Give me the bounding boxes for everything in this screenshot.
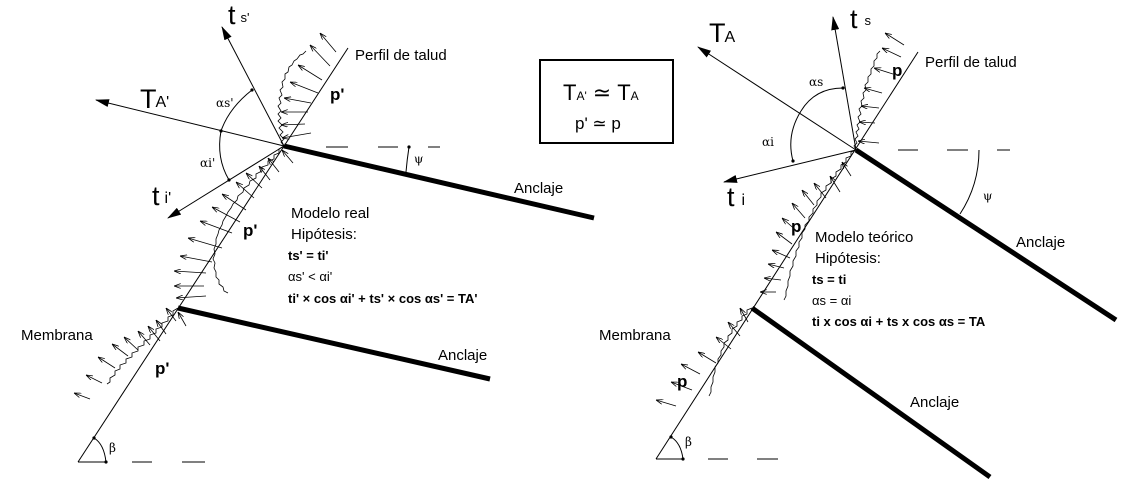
membrane-label: Membrana — [599, 327, 671, 344]
p-label-top: p' — [330, 85, 344, 104]
hypothesis-eq1: ts = ti — [812, 272, 846, 287]
anchor-upper — [854, 147, 1118, 323]
anchor-lower — [177, 305, 491, 382]
pressure-arrows-upper — [858, 33, 905, 143]
beta-arc — [92, 436, 108, 464]
p-label-mid: p — [791, 217, 801, 236]
psi-arc — [405, 145, 411, 173]
ti-vector — [723, 149, 857, 183]
alpha-s-arc — [219, 88, 254, 133]
pressure-arrows-lower — [74, 308, 177, 400]
alpha-i-arc — [790, 110, 802, 163]
p-label-top: p — [892, 61, 902, 80]
TA-label: TA — [709, 18, 736, 48]
anchor-label-upper: Anclaje — [514, 180, 563, 197]
alpha-i-label: αi — [762, 135, 774, 149]
ts-vector — [831, 16, 857, 151]
alpha-i-arc — [219, 130, 231, 182]
anchor-label-lower: Anclaje — [438, 347, 487, 364]
hypothesis-eq3: ti' × cos αi' + ts' × cos αs' = TA' — [288, 291, 477, 306]
model-title: Modelo teórico — [815, 229, 913, 246]
hypothesis-eq3: ti x cos αi + ts x cos αs = TA — [812, 314, 986, 329]
alpha-s-label: αs' — [216, 96, 234, 110]
alpha-s-label: αs — [809, 75, 823, 89]
approximation-box: TA'≃TA p' ≃ p — [539, 59, 674, 144]
TA-label: TA' — [140, 84, 169, 114]
box-line-2: p' ≃ p — [575, 114, 621, 133]
hypothesis-eq2: αs' < αi' — [288, 269, 332, 284]
p-label-bot: p' — [155, 359, 169, 378]
membrane-upper — [277, 50, 307, 147]
slope-profile-label: Perfil de talud — [925, 54, 1017, 71]
anchor-label-lower: Anclaje — [910, 394, 959, 411]
pressure-arrows-upper — [281, 33, 337, 138]
pressure-arrows-lower — [656, 308, 749, 407]
alpha-s-arc — [800, 86, 845, 112]
TA-vector — [697, 46, 857, 151]
hypothesis-eq2: αs = αi — [812, 293, 851, 308]
anchor-lower — [750, 305, 992, 480]
slope-profile-label: Perfil de talud — [355, 47, 447, 64]
anchor-label-upper: Anclaje — [1016, 234, 1065, 251]
pressure-arrows-middle — [174, 150, 294, 327]
membrane-lower — [106, 307, 179, 385]
p-label-bot: p — [677, 372, 687, 391]
membrane-label: Membrana — [21, 327, 93, 344]
beta-label: β — [109, 441, 116, 455]
hypothesis-label: Hipótesis: — [291, 226, 357, 243]
p-label-mid: p' — [243, 221, 257, 240]
beta-label: β — [685, 435, 692, 449]
alpha-i-label: αi' — [200, 156, 215, 170]
slope-profile-line — [655, 51, 919, 460]
pressure-arrows-middle — [760, 162, 852, 292]
membrane-middle — [783, 149, 857, 301]
ts-vector — [221, 26, 285, 147]
slope-profile-line — [77, 47, 349, 463]
ti-vector — [167, 145, 285, 219]
box-line-1: TA'≃TA — [563, 80, 639, 105]
membrane-lower — [708, 307, 753, 397]
psi-label: ψ — [414, 152, 423, 166]
TA-vector — [95, 99, 285, 147]
hypothesis-eq1: ts' = ti' — [288, 248, 329, 263]
psi-label: ψ — [983, 189, 992, 203]
psi-arc — [959, 149, 980, 215]
membrane-upper — [853, 50, 881, 151]
membrane-middle — [212, 145, 285, 294]
model-title: Modelo real — [291, 205, 369, 222]
beta-arc — [669, 435, 685, 461]
hypothesis-label: Hipótesis: — [815, 250, 881, 267]
anchor-upper — [283, 143, 595, 221]
